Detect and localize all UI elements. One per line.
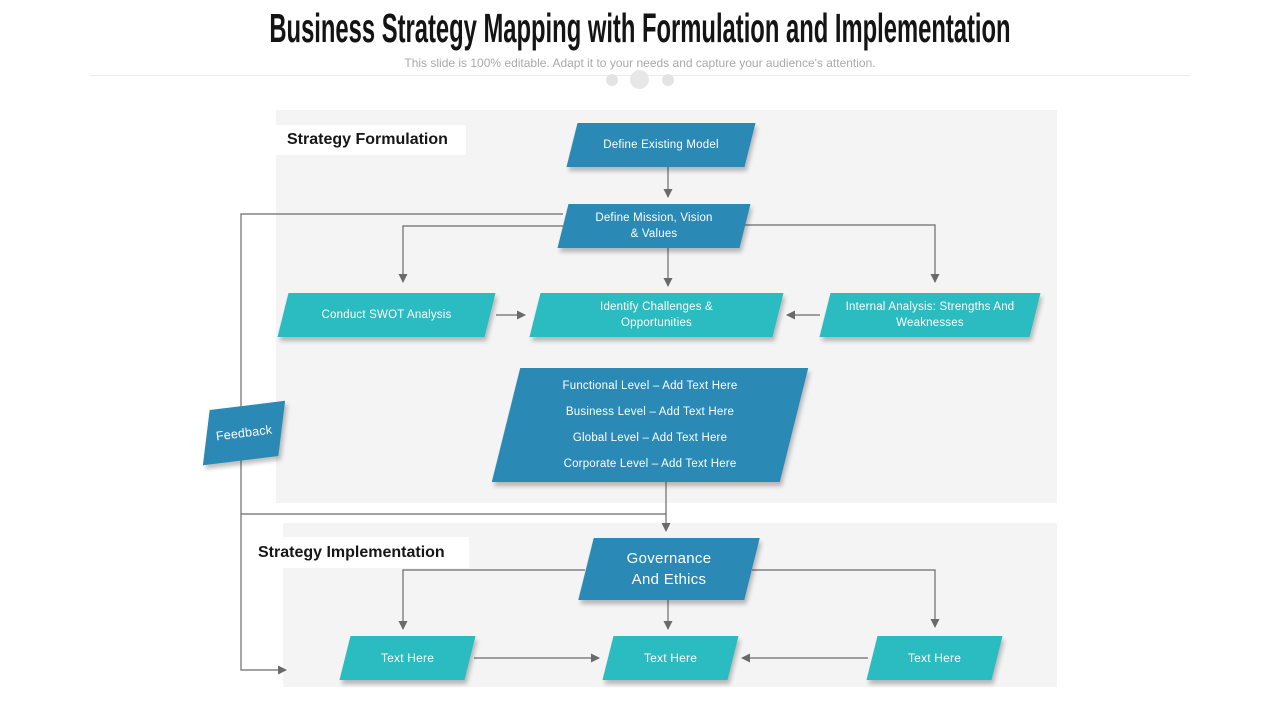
node-identify-challenges-label: Identify Challenges & Opportunities: [535, 299, 778, 331]
section-label-implementation-text: Strategy Implementation: [258, 543, 445, 561]
node-text-here-right: Text Here: [866, 636, 1003, 680]
node-feedback-label: Feedback: [205, 420, 282, 445]
page-title: Business Strategy Mapping with Formulati…: [269, 5, 1011, 51]
node-internal-analysis: Internal Analysis: Strengths And Weaknes…: [819, 293, 1041, 337]
divider-dot-left: [606, 74, 618, 86]
node-text-here-middle: Text Here: [602, 636, 739, 680]
node-conduct-swot-label: Conduct SWOT Analysis: [283, 307, 490, 323]
node-governance-and-ethics: Governance And Ethics: [578, 538, 760, 600]
wire-governance-to-right: [752, 569, 940, 628]
node-define-mission-label: Define Mission, Vision & Values: [563, 210, 745, 242]
node-text: Text Here: [380, 651, 435, 665]
node-text: And Ethics: [631, 571, 707, 588]
node-feedback: Feedback: [202, 400, 286, 466]
section-label-formulation-text: Strategy Formulation: [287, 131, 448, 148]
node-strategy-levels-label: Functional Level – Add Text Here Busines…: [506, 373, 794, 477]
node-text: Weaknesses: [896, 317, 964, 329]
node-text: Define Mission, Vision: [595, 212, 713, 224]
wire-mission-to-internal: [745, 224, 940, 283]
node-define-mission-vision-values: Define Mission, Vision & Values: [557, 204, 751, 248]
node-text: Text Here: [907, 651, 962, 665]
node-text-here-left-label: Text Here: [345, 650, 470, 666]
node-text: Business Level – Add Text Here: [565, 406, 735, 418]
node-define-existing-model-label: Define Existing Model: [572, 137, 750, 153]
node-text: Define Existing Model: [603, 139, 719, 151]
node-text: Governance: [626, 550, 712, 567]
node-text: & Values: [630, 228, 678, 240]
wire-mission-to-swot: [398, 225, 563, 283]
node-internal-analysis-label: Internal Analysis: Strengths And Weaknes…: [825, 299, 1035, 331]
divider-dot-right: [662, 74, 674, 86]
wire-governance-to-left: [398, 569, 585, 630]
node-text: Feedback: [215, 422, 273, 444]
node-text: Global Level – Add Text Here: [572, 432, 728, 444]
connector-group: [240, 167, 940, 675]
node-text-here-right-label: Text Here: [872, 650, 997, 666]
node-governance-label: Governance And Ethics: [586, 548, 752, 590]
node-text: Conduct SWOT Analysis: [321, 309, 452, 321]
node-text-here-left: Text Here: [339, 636, 476, 680]
node-text: Internal Analysis: Strengths And: [845, 301, 1015, 313]
node-define-existing-model: Define Existing Model: [566, 123, 756, 167]
node-text-here-middle-label: Text Here: [608, 650, 733, 666]
node-text: Opportunities: [621, 317, 692, 329]
section-label-implementation: Strategy Implementation: [247, 537, 469, 568]
node-conduct-swot-analysis: Conduct SWOT Analysis: [277, 293, 496, 337]
page-subtitle: This slide is 100% editable. Adapt it to…: [404, 56, 876, 70]
section-label-formulation: Strategy Formulation: [276, 125, 466, 155]
divider-dot-center: [630, 70, 649, 89]
node-text: Functional Level – Add Text Here: [562, 380, 738, 392]
node-text: Corporate Level – Add Text Here: [563, 458, 737, 470]
node-text: Text Here: [643, 651, 698, 665]
node-identify-challenges-opportunities: Identify Challenges & Opportunities: [529, 293, 784, 337]
node-text: Identify Challenges &: [600, 301, 713, 313]
header: Business Strategy Mapping with Formulati…: [0, 6, 1280, 50]
node-strategy-levels: Functional Level – Add Text Here Busines…: [491, 368, 809, 482]
